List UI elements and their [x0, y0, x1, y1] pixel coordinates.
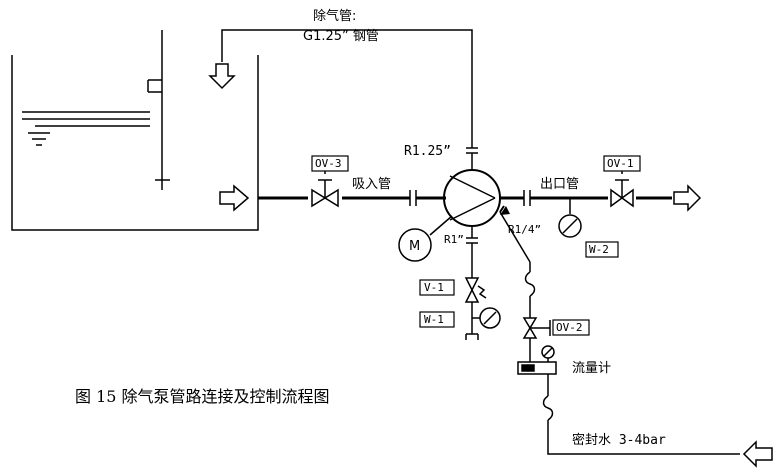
ov3-tag-box [311, 155, 349, 172]
tank [11, 55, 259, 231]
ov2-tag-box [552, 319, 590, 336]
outlet-pipe-label: 出口管 [540, 177, 579, 192]
arrow-down-degas [208, 63, 236, 90]
arrow-right-suction [219, 184, 250, 212]
degas-pipe-spec-label: G1.25” 钢管 [303, 29, 379, 44]
w2-tag: W-2 [589, 243, 609, 256]
ov2-tag: OV-2 [556, 321, 583, 334]
suction-pipe-label: 吸入管 [352, 177, 391, 192]
ov1-valve [610, 188, 624, 208]
arrow-left-seal [742, 440, 773, 468]
flowmeter-body [517, 361, 557, 375]
flex-hose-lower [542, 395, 554, 421]
figure-caption: 图 15 除气泵管路连接及控制流程图 [75, 387, 330, 406]
w2-gauge [558, 214, 582, 238]
w1-tag: W-1 [424, 313, 444, 326]
v1-valve [464, 277, 480, 292]
ov1-tag: OV-1 [607, 157, 634, 170]
v1-tag: V-1 [424, 281, 444, 294]
motor-label: M [409, 239, 420, 254]
r125-label: R1.25” [404, 144, 451, 159]
ov2-valve [522, 317, 538, 330]
w1-gauge [479, 307, 501, 329]
arrow-right-outlet [673, 184, 702, 212]
v1-tag-box [419, 279, 455, 296]
r1-label: R1” [444, 233, 464, 246]
pump [443, 169, 501, 227]
ov3-valve [311, 188, 327, 208]
seal-water-label: 密封水 3-4bar [572, 432, 666, 448]
w1-tag-box [419, 311, 455, 328]
degas-pipe-label: 除气管: [313, 8, 356, 24]
seal-inlet-arrow [500, 206, 510, 215]
degas-pipe-line [221, 29, 473, 148]
r1-4-label: R1/4” [508, 223, 541, 236]
ov3-tag: OV-3 [315, 157, 342, 170]
w2-tag-box [585, 241, 619, 258]
flowmeter-label: 流量计 [572, 361, 611, 376]
flex-hose-upper [524, 271, 536, 297]
ov1-tag-box [603, 155, 641, 172]
motor [398, 228, 432, 262]
